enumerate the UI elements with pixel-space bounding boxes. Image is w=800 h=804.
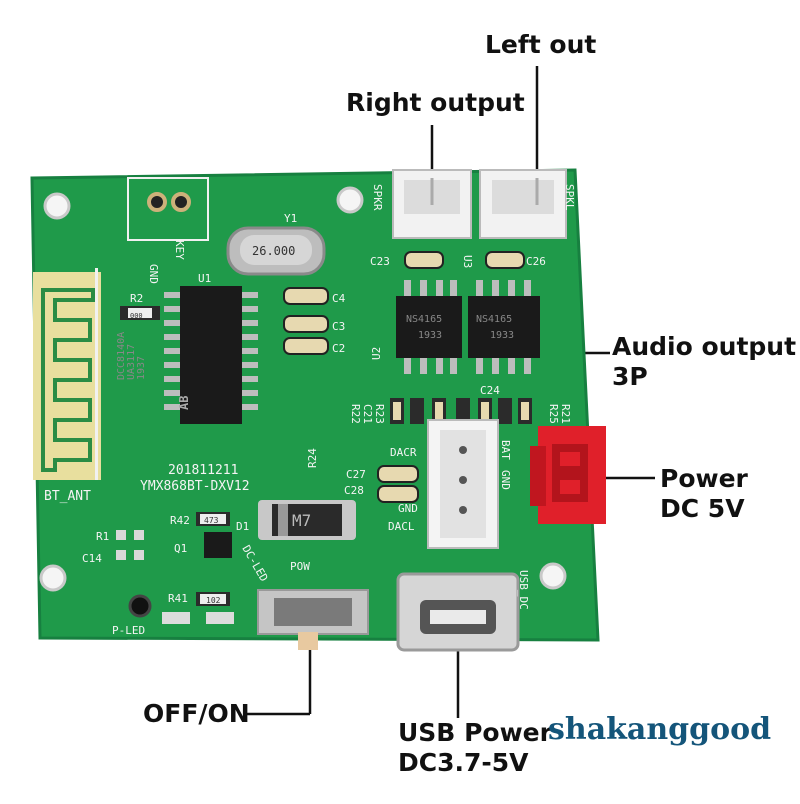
silk-r2: R2 (130, 292, 143, 305)
silk-r42: R42 (170, 514, 190, 527)
silk-r25: R25 (547, 404, 560, 424)
silk-r24: R24 (306, 448, 319, 468)
usb-power-label: USB Power DC3.7-5V (398, 718, 552, 778)
silk-dac-1: DCC8140A (116, 332, 127, 380)
silk-c24: C24 (480, 384, 500, 397)
watermark: shakanggood (548, 712, 772, 747)
silk-amp-right: NS4165 (476, 314, 512, 325)
silkscreen-labels: GND KEY Y1 26.000 U1 R2 000 C4 C3 C2 SPK… (44, 184, 576, 637)
amplifier-chips (396, 280, 540, 374)
silk-u1: U1 (198, 272, 211, 285)
silk-bat: BAT (499, 440, 512, 460)
silk-c3: C3 (332, 320, 345, 333)
silk-m7: M7 (292, 511, 311, 530)
usb-power-line2: DC3.7-5V (398, 748, 529, 777)
silk-dacl: DACL (388, 520, 415, 533)
silk-model: YMX868BT-DXV12 (140, 479, 250, 494)
capacitors-c2-c4 (283, 287, 329, 355)
silk-r22: R22 (349, 404, 362, 424)
silk-q1: Q1 (174, 542, 187, 555)
power-label: Power DC 5V (660, 464, 748, 524)
silk-c21: C21 (361, 404, 374, 424)
right-output-label: Right output (346, 88, 525, 117)
usb-power-connector (396, 572, 520, 652)
silk-c26: C26 (526, 255, 546, 268)
silk-c23: C23 (370, 255, 390, 268)
silk-gnd2: GND (398, 502, 418, 515)
power-connector (530, 426, 606, 524)
silk-c14: C14 (82, 552, 102, 565)
silk-dacr: DACR (390, 446, 417, 459)
silk-r41-val: 102 (206, 596, 221, 605)
silk-u2: U2 (370, 347, 383, 360)
silk-u3: U3 (461, 255, 474, 268)
silk-amp-right-code: 1933 (490, 330, 514, 341)
silk-bt-ant: BT_ANT (44, 489, 91, 504)
silk-amp-left: NS4165 (406, 314, 442, 325)
off-on-label: OFF/ON (143, 699, 250, 728)
silk-c4: C4 (332, 292, 346, 305)
silk-r1: R1 (96, 530, 109, 543)
silk-r42-val: 473 (204, 516, 219, 525)
silk-r41: R41 (168, 592, 188, 605)
audio-output-label: Audio output 3P (612, 332, 796, 392)
silk-r2-val: 000 (130, 312, 143, 320)
silk-c2: C2 (332, 342, 345, 355)
speaker-connectors (392, 169, 567, 239)
power-line1: Power (660, 464, 748, 493)
silk-p-led: P-LED (112, 624, 145, 637)
silk-c27: C27 (346, 468, 366, 481)
silk-spkr: SPKR (371, 184, 384, 211)
audio-output-line1: Audio output (612, 332, 797, 361)
silk-date: 201811211 (168, 463, 238, 478)
silk-dac-3: 1937 (136, 356, 147, 380)
usb-power-line1: USB Power (398, 718, 552, 747)
dac-chip (180, 286, 242, 424)
left-out-label: Left out (485, 30, 597, 59)
silk-gnd: GND (147, 264, 160, 284)
silk-y1: Y1 (284, 212, 297, 225)
silk-key: KEY (173, 240, 186, 260)
silk-gnd3: GND (499, 470, 512, 490)
silk-r21: R21 (559, 404, 572, 424)
silk-crystal: 26.000 (252, 244, 295, 258)
silk-amp-left-code: 1933 (418, 330, 442, 341)
silk-r23: R23 (373, 404, 386, 424)
silk-dac-2: UA3117 (126, 344, 137, 380)
power-switch (257, 589, 369, 650)
silk-usb-dc: USB_DC (517, 570, 530, 610)
silk-dac-logo: AB (177, 396, 191, 410)
power-line2: DC 5V (660, 494, 745, 523)
silk-d1: D1 (236, 520, 249, 533)
silk-c28: C28 (344, 484, 364, 497)
audio-output-line2: 3P (612, 362, 648, 391)
silk-pow: POW (290, 560, 310, 573)
silk-spkl: SPKL (563, 184, 576, 211)
